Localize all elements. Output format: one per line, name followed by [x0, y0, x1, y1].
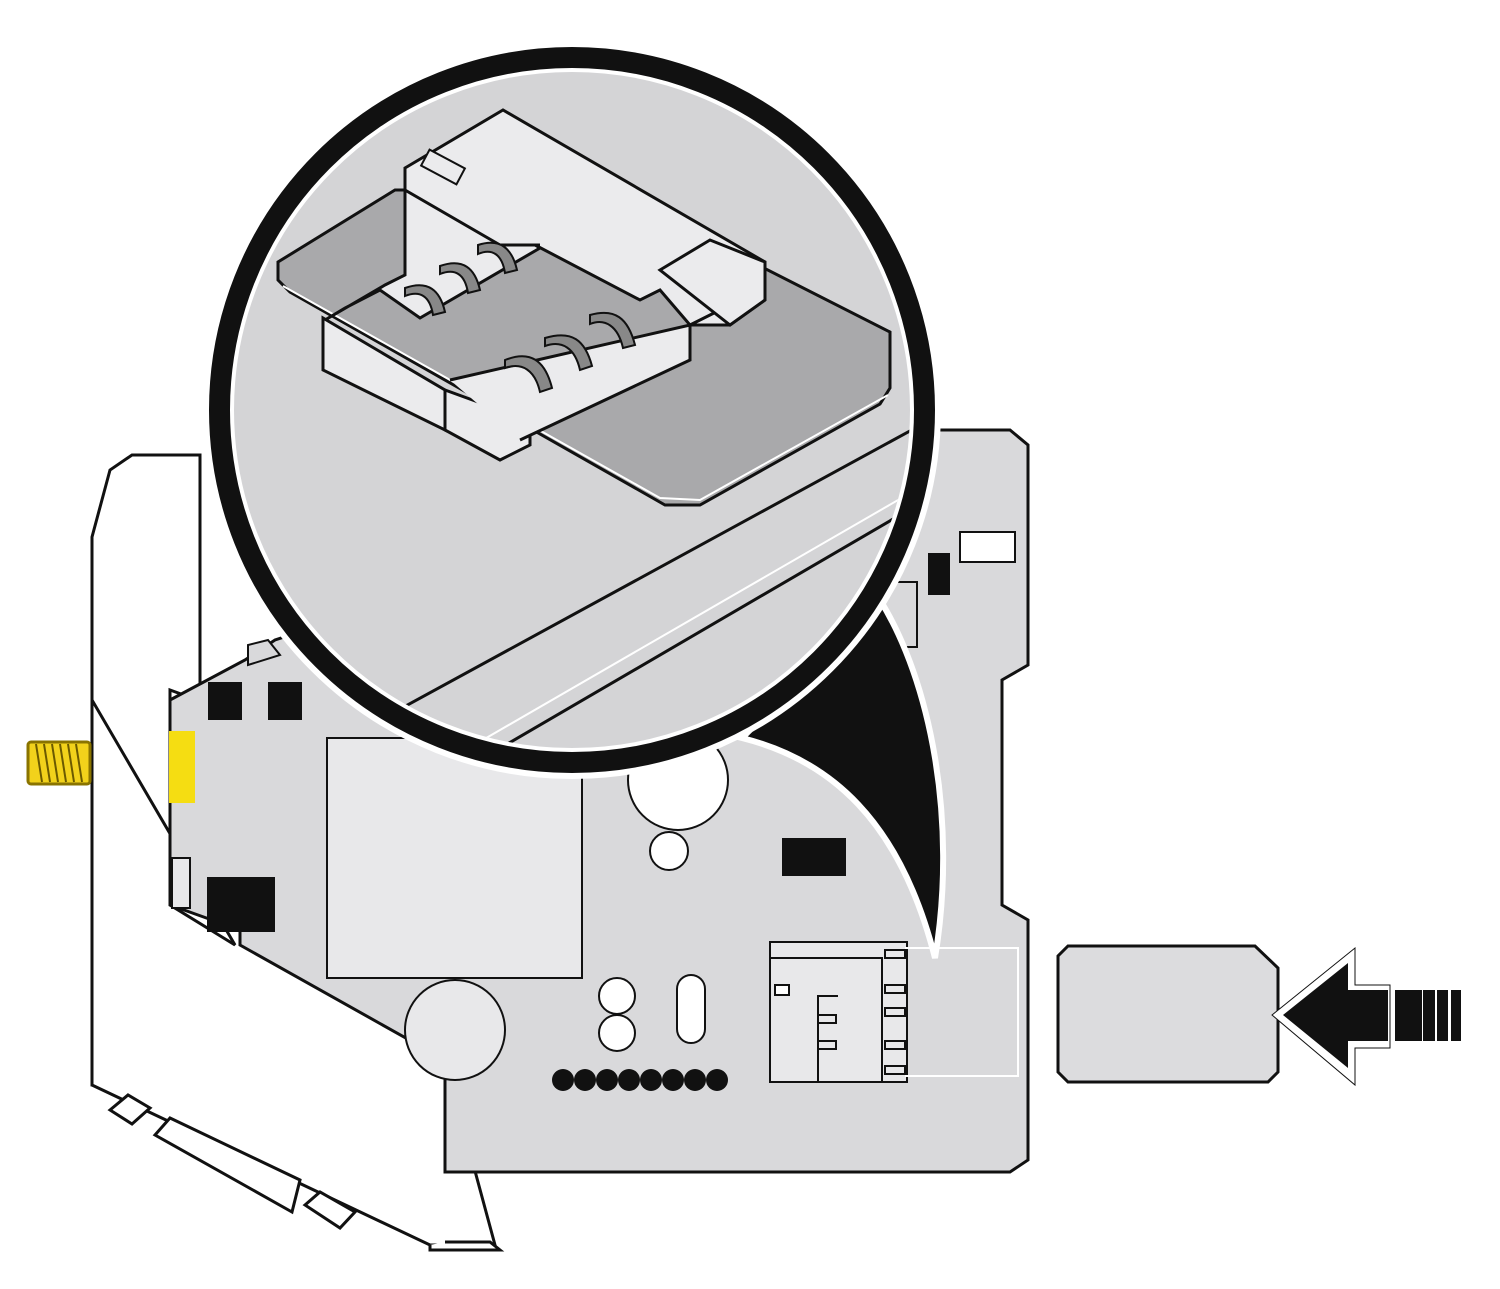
insert-arrow — [1271, 946, 1461, 1087]
ic-chip-2 — [268, 682, 302, 720]
sim-holder-inner — [770, 957, 883, 1082]
modem-shield — [326, 737, 583, 979]
header-pin — [596, 1069, 618, 1091]
header-pin — [574, 1069, 596, 1091]
sim-card — [1056, 944, 1280, 1084]
arrow-stripe — [1451, 990, 1461, 1041]
terminal-block — [152, 1116, 302, 1215]
board-label-pad — [959, 531, 1016, 563]
ic-chip-3 — [207, 877, 275, 932]
header-pin — [706, 1069, 728, 1091]
holder-latch-tab — [419, 148, 467, 186]
contact-springs — [404, 241, 637, 394]
sim-slot-outline — [905, 947, 1019, 1077]
zoomed-sim-holder — [276, 108, 910, 748]
terminal-tab-1 — [107, 1093, 153, 1126]
ic-chip-5 — [928, 553, 950, 595]
ic-chip-4 — [782, 838, 846, 876]
board-edge-line-2 — [479, 478, 910, 748]
sim-holder-board — [769, 941, 1019, 1083]
housing-foot — [428, 1240, 505, 1252]
capacitor-large — [404, 979, 506, 1081]
arrow-stripe — [1437, 990, 1448, 1041]
header-pin — [552, 1069, 574, 1091]
antenna-connector-body — [26, 740, 92, 786]
capacitor-small — [649, 831, 689, 871]
ic-chip-1 — [208, 682, 242, 720]
sim-holder-slot — [817, 995, 838, 1082]
arrow-stripe — [1409, 990, 1422, 1041]
arrow-stripe — [1423, 990, 1435, 1041]
status-led — [169, 731, 195, 803]
board-edge-line-1 — [379, 418, 910, 722]
header-pin — [662, 1069, 684, 1091]
header-pin — [618, 1069, 640, 1091]
side-component — [171, 857, 191, 909]
board-notch — [247, 638, 282, 667]
antenna-thread-lines — [35, 743, 83, 783]
jumper-pad-1 — [598, 977, 636, 1015]
arrow-stripe — [1395, 990, 1409, 1041]
sim-holder-pins — [817, 949, 906, 1075]
zoom-callout — [203, 41, 947, 959]
header-pin — [640, 1069, 662, 1091]
antenna-connector — [26, 740, 92, 786]
sim-holder-latch — [774, 984, 790, 996]
arrow-left-icon — [1283, 963, 1388, 1068]
pin-header — [552, 1069, 728, 1091]
oval-pad — [676, 974, 706, 1044]
jumper-pad-2 — [598, 1014, 636, 1052]
header-pin — [684, 1069, 706, 1091]
terminal-tab-2 — [302, 1190, 358, 1230]
holder-side-block — [657, 238, 767, 327]
sim-card-body — [1056, 944, 1280, 1084]
arrow-motion-stripes — [1395, 990, 1461, 1041]
